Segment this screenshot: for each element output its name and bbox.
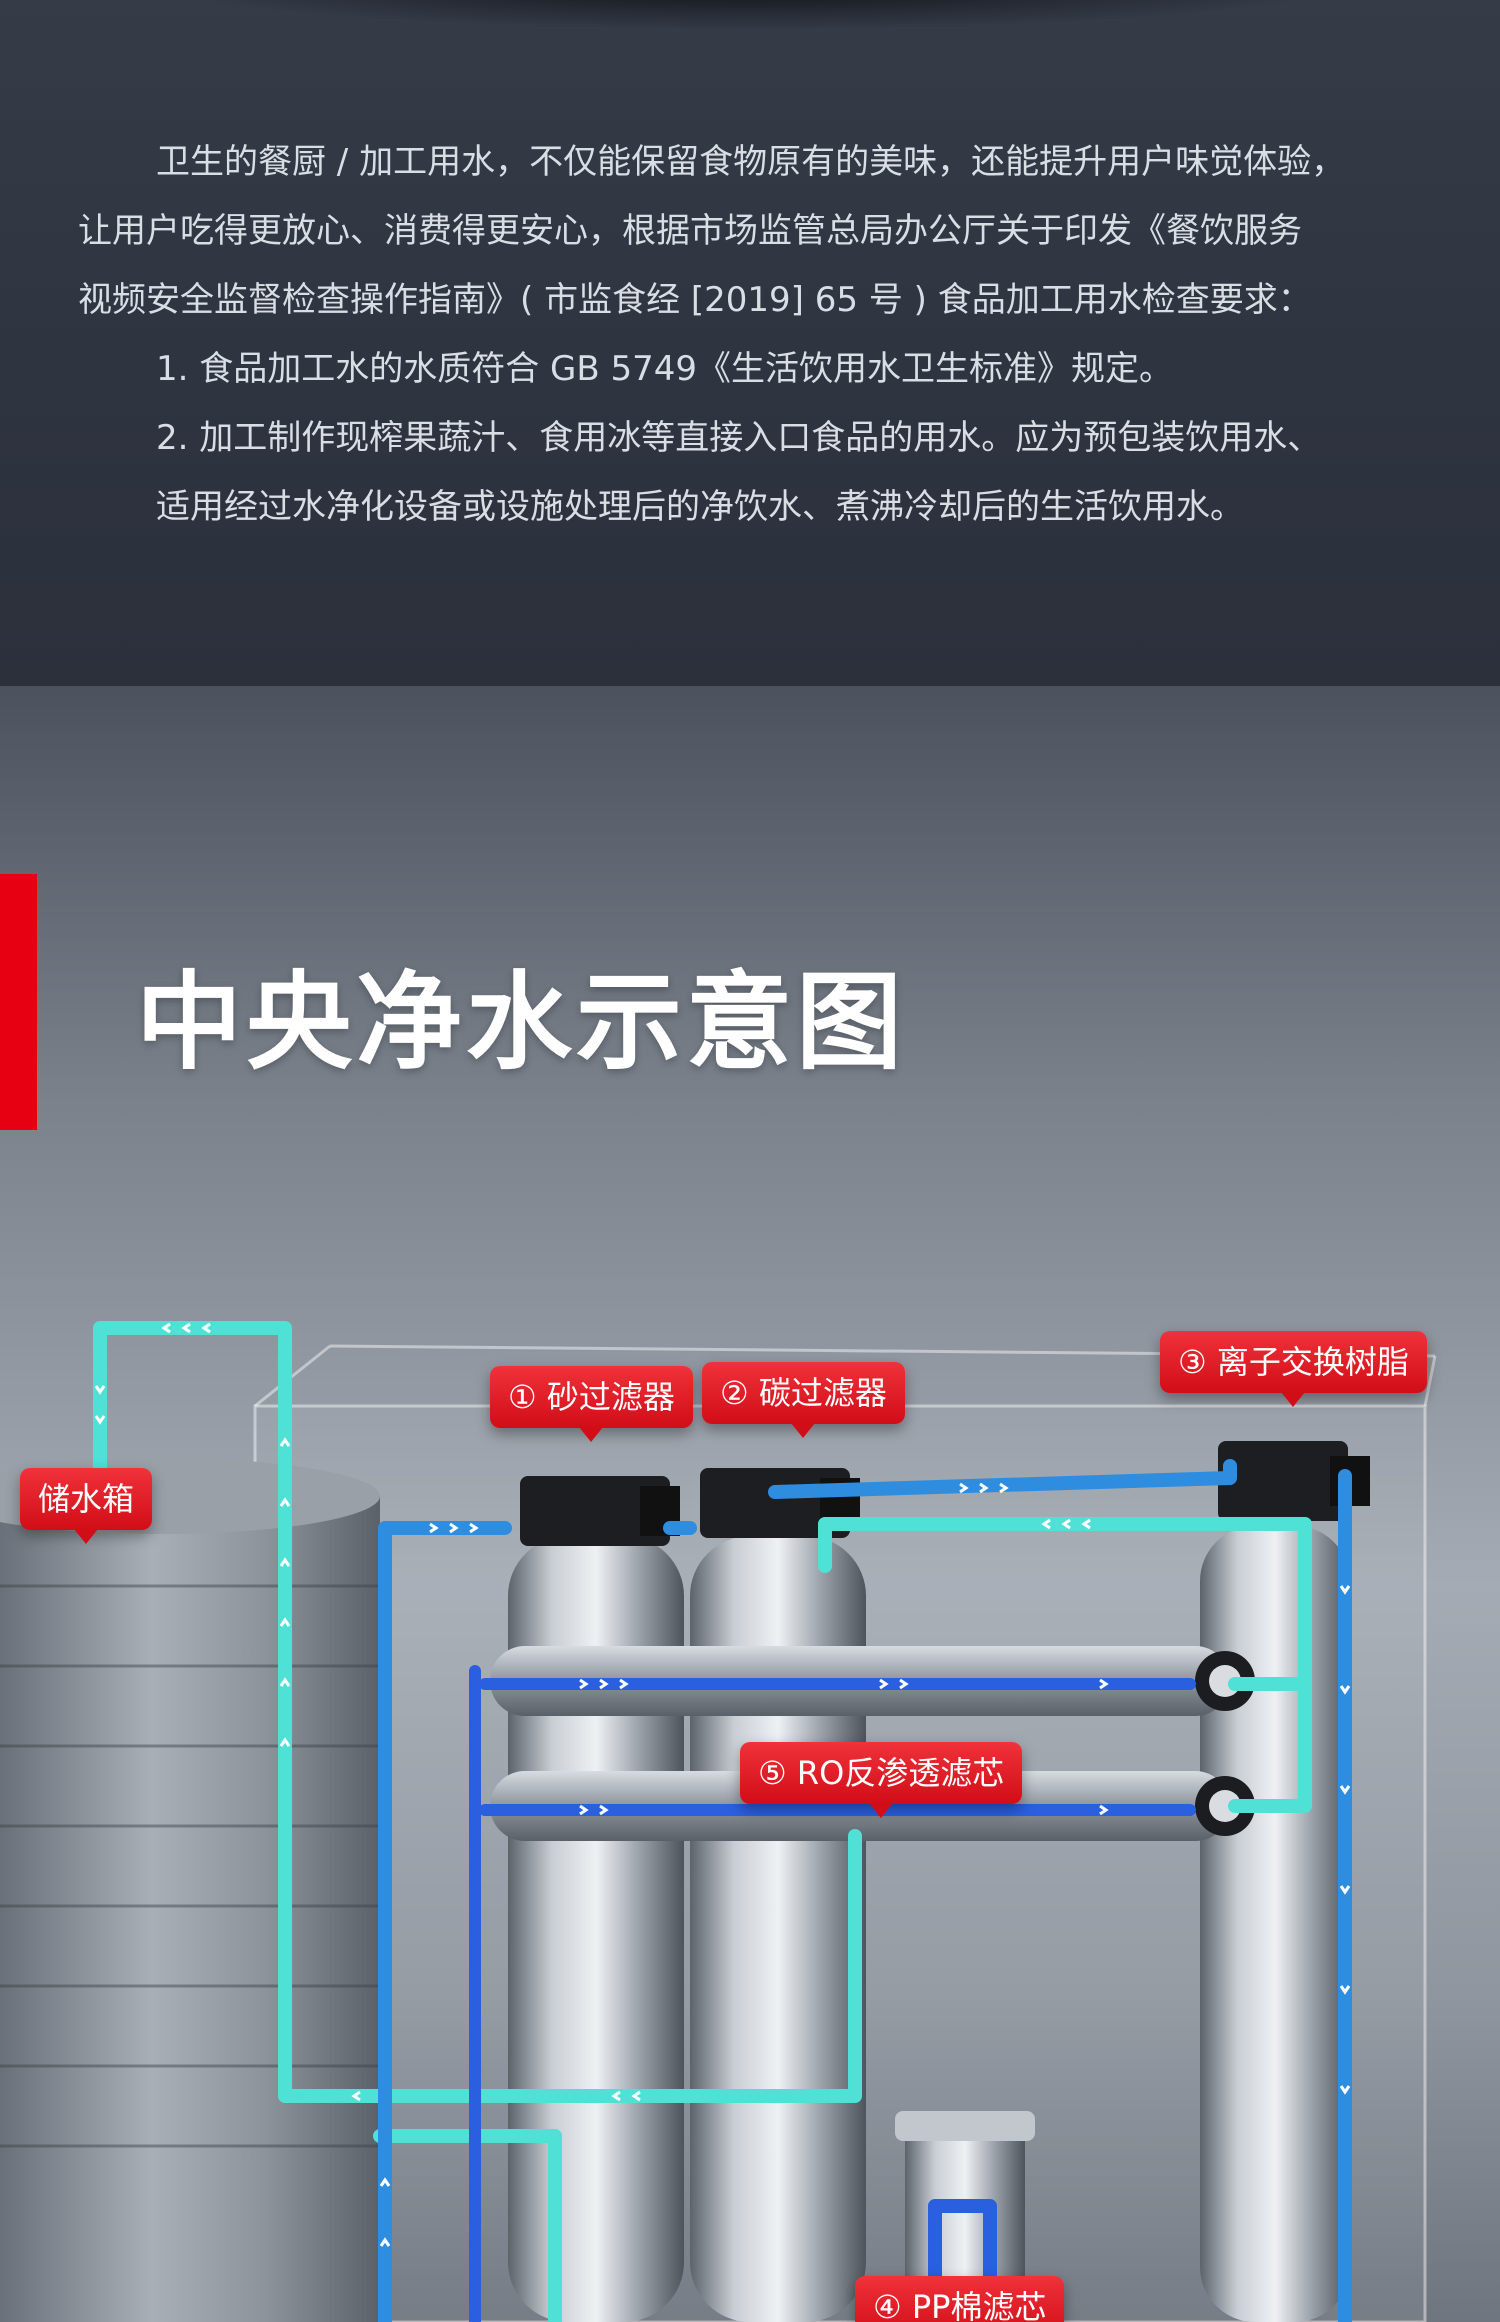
label-pp-filter: ④ PP棉滤芯 — [855, 2276, 1065, 2322]
permeate-pipe — [818, 1517, 1312, 1813]
carbon-filter-tank — [690, 1468, 866, 2322]
sand-filter-tank — [508, 1476, 684, 2322]
resin-tank — [1200, 1441, 1370, 2322]
carbon-to-resin-pipe — [768, 1459, 1237, 1499]
label-carbon-filter: ② 碳过滤器 — [702, 1362, 905, 1438]
diagram-title: 中央净水示意图 — [136, 961, 906, 1084]
intro-item-1: 1. 食品加工水的水质符合 GB 5749《生活饮用水卫生标准》规定。 — [156, 349, 1174, 389]
intro-item-2-cont: 适用经过水净化设备或设施处理后的净饮水、煮沸冷却后的生活饮用水。 — [156, 487, 1244, 527]
label-water-tank: 储水箱 — [20, 1468, 153, 1544]
tank-return-pipe — [373, 2129, 562, 2322]
accent-bar — [0, 874, 37, 1130]
flow-arrows — [94, 1322, 1351, 2247]
intro-text: 卫生的餐厨 / 加工用水，不仅能保留食物原有的美味，还能提升用户味觉体验， 让用… — [78, 128, 1438, 542]
pipes — [93, 1321, 1352, 2322]
top-shadow — [160, 0, 1340, 30]
diagram-section: 中央净水示意图 — [0, 686, 1500, 2322]
purification-diagram — [0, 1321, 1437, 2322]
label-ion-resin: ③ 离子交换树脂 — [1160, 1331, 1427, 1407]
water-tank — [0, 1458, 380, 2322]
label-ro-membrane: ⑤ RO反渗透滤芯 — [740, 1742, 1023, 1818]
inlet-pipe — [378, 1521, 512, 2322]
pp-loop-pipe — [928, 2199, 997, 2322]
intro-item-2: 2. 加工制作现榨果蔬汁、食用冰等直接入口食品的用水。应为预包装饮用水、 — [156, 418, 1322, 458]
intro-paragraph-2: 让用户吃得更放心、消费得更安心，根据市场监管总局办公厅关于印发《餐饮服务 — [78, 211, 1302, 251]
tank-feed-pipe — [93, 1321, 862, 2103]
intro-paragraph-3: 视频安全监督检查操作指南》( 市监食经 [2019] 65 号 ) 食品加工用水… — [78, 280, 1312, 320]
intro-paragraph-1: 卫生的餐厨 / 加工用水，不仅能保留食物原有的美味，还能提升用户味觉体验， — [156, 142, 1346, 182]
intro-section: 卫生的餐厨 / 加工用水，不仅能保留食物原有的美味，还能提升用户味觉体验， 让用… — [0, 0, 1500, 686]
label-sand-filter: ① 砂过滤器 — [490, 1366, 693, 1442]
